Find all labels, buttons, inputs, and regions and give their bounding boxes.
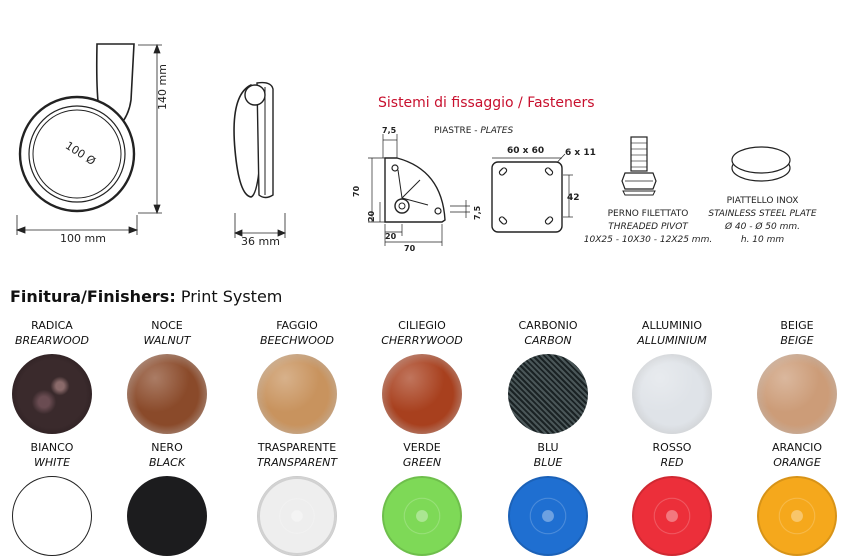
pivot-name-en: THREADED PIVOT bbox=[608, 222, 688, 232]
finish-name-en: BLUE bbox=[533, 456, 563, 469]
fasteners-title: Sistemi di fissaggio / Fasteners bbox=[378, 95, 595, 111]
finish-name-it: BEIGE bbox=[780, 319, 814, 332]
finish-swatch-alluminium: ALLUMINIO ALLUMINIUM bbox=[617, 318, 727, 434]
finish-name-it: RADICA bbox=[31, 319, 73, 332]
pivot-sizes: 10X25 - 10X30 - 12X25 mm. bbox=[583, 235, 713, 245]
finish-color-disc bbox=[508, 476, 588, 556]
finish-name-it: BIANCO bbox=[30, 441, 74, 454]
pivot-caption: PERNO FILETTATO THREADED PIVOT 10X25 - 1… bbox=[580, 208, 716, 247]
threaded-pivot-drawing bbox=[621, 136, 657, 196]
quarter-plate-dim-right: 7,5 bbox=[473, 205, 482, 220]
finish-name-en: ALLUMINIUM bbox=[637, 334, 707, 347]
quarter-plate-dim-inner: 20 bbox=[367, 210, 376, 222]
finish-swatch-orange: ARANCIO ORANGE bbox=[742, 440, 850, 556]
stainless-plate-drawing bbox=[731, 146, 791, 182]
finish-color-disc bbox=[757, 354, 837, 434]
height-label: 140 mm bbox=[156, 64, 169, 110]
finish-color-disc bbox=[382, 476, 462, 556]
square-plate-drawing bbox=[491, 153, 573, 233]
square-plate-pitch: 42 bbox=[567, 193, 580, 203]
plates-label-it: PIASTRE - bbox=[434, 126, 481, 136]
finishers-heading-rest: Print System bbox=[175, 287, 283, 306]
finish-name-it: CARBONIO bbox=[518, 319, 578, 332]
finish-name-en: GREEN bbox=[402, 456, 442, 469]
finish-name-it: ROSSO bbox=[652, 441, 692, 454]
finish-color-disc bbox=[632, 354, 712, 434]
finish-swatch-black: NERO BLACK bbox=[112, 440, 222, 556]
finish-swatch-walnut: NOCE WALNUT bbox=[112, 318, 222, 434]
quarter-plate-drawing bbox=[368, 134, 470, 246]
finish-swatch-blue: BLU BLUE bbox=[493, 440, 603, 556]
stainless-plate-diameter: Ø 40 - Ø 50 mm. bbox=[724, 222, 801, 232]
finish-color-disc bbox=[257, 476, 337, 556]
stainless-plate-name-it: PIATTELLO INOX bbox=[726, 196, 799, 206]
finish-swatch-beige: BEIGE BEIGE bbox=[742, 318, 850, 434]
wheel-side-drawing bbox=[15, 43, 162, 235]
quarter-plate-dim-bottom-inner: 20 bbox=[385, 232, 397, 241]
finish-name-en: BLACK bbox=[148, 456, 186, 469]
width-label: 100 mm bbox=[60, 232, 106, 245]
finish-name-it: NERO bbox=[151, 441, 183, 454]
finish-name-en: BREARWOOD bbox=[15, 334, 89, 347]
finish-swatch-beechwood: FAGGIO BEECHWOOD bbox=[242, 318, 352, 434]
finish-color-disc bbox=[757, 476, 837, 556]
finish-color-disc bbox=[127, 354, 207, 434]
finish-name-it: ALLUMINIO bbox=[641, 319, 703, 332]
finish-name-it: NOCE bbox=[151, 319, 183, 332]
finish-name-en: TRANSPARENT bbox=[256, 456, 338, 469]
wheel-front-drawing bbox=[233, 81, 287, 238]
quarter-plate-dim-bottom: 70 bbox=[404, 244, 416, 253]
finish-color-disc bbox=[257, 354, 337, 434]
finish-name-it: FAGGIO bbox=[276, 319, 318, 332]
finish-name-it: TRASPARENTE bbox=[257, 441, 337, 454]
finish-swatch-carbon: CARBONIO CARBON bbox=[493, 318, 603, 434]
finish-name-en: RED bbox=[660, 456, 684, 469]
finishers-heading-bold: Finitura/Finishers: bbox=[10, 287, 176, 306]
square-plate-size: 60 x 60 bbox=[507, 146, 545, 156]
finish-name-it: VERDE bbox=[403, 441, 441, 454]
finish-swatch-white: BIANCO WHITE bbox=[0, 440, 107, 556]
plates-label-en: PLATES bbox=[480, 126, 514, 136]
quarter-plate-dim-left: 70 bbox=[352, 185, 361, 197]
finish-name-en: WALNUT bbox=[143, 334, 191, 347]
plates-label: PIASTRE - PLATES bbox=[434, 125, 513, 138]
square-plate-hole: 6 x 11 bbox=[565, 148, 596, 158]
finish-name-it: ARANCIO bbox=[771, 441, 823, 454]
finish-name-en: CHERRYWOOD bbox=[381, 334, 463, 347]
stainless-plate-height: h. 10 mm bbox=[740, 235, 785, 245]
finishers-heading: Finitura/Finishers: Print System bbox=[10, 287, 282, 306]
finish-color-disc bbox=[632, 476, 712, 556]
quarter-plate-dim-top: 7,5 bbox=[382, 126, 397, 135]
finish-name-it: CILIEGIO bbox=[398, 319, 446, 332]
finish-color-disc bbox=[12, 476, 92, 556]
finish-name-en: BEECHWOOD bbox=[259, 334, 335, 347]
finish-name-it: BLU bbox=[537, 441, 559, 454]
finish-name-en: ORANGE bbox=[773, 456, 821, 469]
stainless-plate-name-en: STAINLESS STEEL PLATE bbox=[708, 209, 817, 219]
finish-color-disc bbox=[127, 476, 207, 556]
finish-name-en: BEIGE bbox=[780, 334, 814, 347]
stainless-plate-caption: PIATTELLO INOX STAINLESS STEEL PLATE Ø 4… bbox=[705, 195, 820, 247]
finish-name-en: WHITE bbox=[33, 456, 71, 469]
finish-swatch-green: VERDE GREEN bbox=[367, 440, 477, 556]
finish-swatch-transparent: TRASPARENTE TRANSPARENT bbox=[242, 440, 352, 556]
finish-name-en: CARBON bbox=[524, 334, 572, 347]
finish-swatch-cherrywood: CILIEGIO CHERRYWOOD bbox=[367, 318, 477, 434]
finish-swatch-brearwood: RADICA BREARWOOD bbox=[0, 318, 107, 434]
finish-color-disc bbox=[12, 354, 92, 434]
finish-color-disc bbox=[508, 354, 588, 434]
finish-swatch-red: ROSSO RED bbox=[617, 440, 727, 556]
depth-label: 36 mm bbox=[241, 235, 280, 248]
pivot-name-it: PERNO FILETTATO bbox=[607, 209, 689, 219]
finish-color-disc bbox=[382, 354, 462, 434]
